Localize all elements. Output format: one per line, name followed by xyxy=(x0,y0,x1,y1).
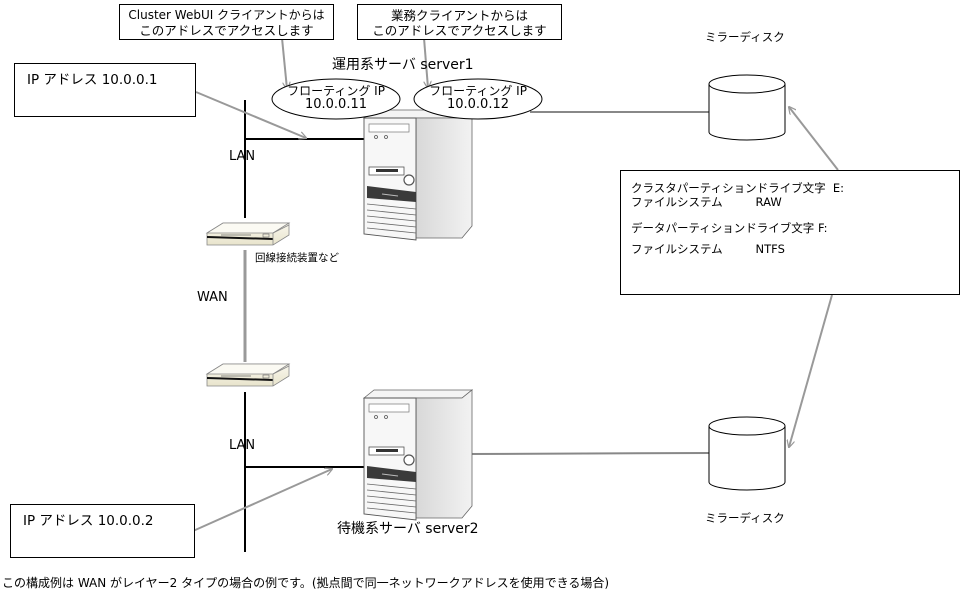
connector-disk-bottom xyxy=(789,294,833,447)
connector-disk-top xyxy=(789,107,839,171)
webui-callout: Cluster WebUI クライアントからは このアドレスでアクセスします xyxy=(119,4,334,40)
footnote: この構成例は WAN がレイヤー2 タイプの場合の例です。(拠点間で同一ネットワ… xyxy=(2,576,610,590)
mirror-disk-icon-bottom xyxy=(708,416,786,491)
partition-info-box: クラスタパーティションドライブ文字 E: ファイルシステム RAW データパーテ… xyxy=(620,170,960,295)
mirror-disk-label-top: ミラーディスク xyxy=(705,30,785,44)
server2-label: 待機系サーバ server2 xyxy=(337,521,479,537)
ip-box-server2: IP アドレス 10.0.0.2 xyxy=(10,504,195,558)
webui-callout-line1: Cluster WebUI クライアントからは xyxy=(128,8,325,22)
data-partition-fs: ファイルシステム NTFS xyxy=(631,242,785,256)
server1-label: 運用系サーバ server1 xyxy=(332,57,474,73)
floating-ip-1-address: 10.0.0.11 xyxy=(304,97,368,112)
connector-webui xyxy=(281,37,287,89)
floating-ip-1-bubble xyxy=(271,78,401,120)
mirror-disk-icon-top xyxy=(708,74,786,141)
webui-callout-line2: このアドレスでアクセスします xyxy=(139,23,314,38)
ip-box-server1: IP アドレス 10.0.0.1 xyxy=(14,63,196,117)
cluster-partition-fs: ファイルシステム RAW xyxy=(631,195,782,209)
floating-ip-1: フローティング IP 10.0.0.11 xyxy=(284,84,388,112)
server2-icon xyxy=(362,389,474,521)
connector-business xyxy=(423,37,428,88)
floating-ip-1-title: フローティング IP xyxy=(287,84,385,98)
data-partition-drive: データパーティションドライブ文字 F: xyxy=(631,221,828,235)
ip-box-server1-text: IP アドレス 10.0.0.1 xyxy=(27,72,158,88)
ip-box-server2-text: IP アドレス 10.0.0.2 xyxy=(23,513,154,529)
cluster-partition-drive: クラスタパーティションドライブ文字 E: xyxy=(631,181,845,195)
floating-ip-2-bubble xyxy=(413,78,543,120)
line-device-icon-bottom xyxy=(205,363,291,387)
lan-label-top: LAN xyxy=(229,149,256,164)
lan-label-bottom: LAN xyxy=(229,438,256,453)
floating-ip-2-title: フローティング IP xyxy=(429,84,527,98)
server1-icon xyxy=(362,109,474,241)
business-callout-line1: 業務クライアントからは xyxy=(390,8,528,23)
connector-ip2 xyxy=(192,469,332,532)
connector-ip1 xyxy=(195,91,306,138)
business-callout: 業務クライアントからは このアドレスでアクセスします xyxy=(357,4,562,40)
line-device-icon-top xyxy=(205,222,291,246)
business-callout-line2: このアドレスでアクセスします xyxy=(372,23,547,38)
floating-ip-2: フローティング IP 10.0.0.12 xyxy=(426,84,530,112)
line-device-label: 回線接続装置など xyxy=(255,252,339,264)
wan-label: WAN xyxy=(197,290,228,305)
mirror-disk-label-bottom: ミラーディスク xyxy=(705,511,785,525)
mirror-link-bottom xyxy=(467,452,710,455)
floating-ip-2-address: 10.0.0.12 xyxy=(446,97,510,112)
